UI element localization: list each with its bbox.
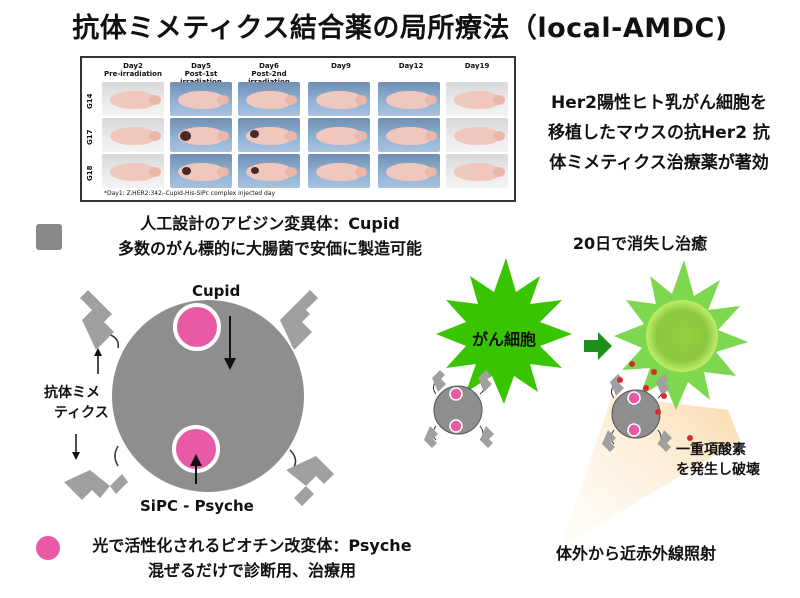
- mouse-photo: [446, 118, 508, 152]
- irradiation-label: 体外から近赤外線照射: [555, 544, 716, 563]
- cupid-description: 人工設計のアビジン変異体：Cupid 多数のがん標的に大腸菌で安価に製造可能: [80, 211, 460, 261]
- column-header: Day19: [446, 62, 508, 70]
- sipc-label: SiPC - Psyche: [140, 497, 254, 515]
- psyche-desc-line: 光で活性化されるビオチン改変体：Psyche: [92, 536, 412, 555]
- result-label: 20日で消失し治癒: [572, 234, 708, 253]
- mouse-photo: [238, 82, 300, 116]
- nir-beam: [560, 396, 740, 548]
- psyche-top: [173, 303, 221, 351]
- mouse-photo: [378, 154, 440, 188]
- psyche-legend-dot: [36, 536, 60, 560]
- column-header: Day9: [310, 62, 372, 70]
- mimetics-label-line: ティクス: [54, 405, 109, 421]
- column-day: Day19: [464, 62, 490, 70]
- singlet-oxygen-label: 一重項酸素 を発生し破壊: [676, 440, 760, 480]
- mouse-photo: [308, 82, 370, 116]
- mimetic-binder: [80, 290, 120, 350]
- cupid-complex: [64, 290, 334, 506]
- efficacy-line: Her2陽性ヒト乳がん細胞を: [551, 93, 767, 113]
- column-day: Day6: [259, 62, 279, 70]
- cupid-label: Cupid: [192, 282, 241, 300]
- efficacy-line: 移植したマウスの抗Her2 抗: [548, 123, 770, 143]
- efficacy-line: 体ミメティクス治療薬が著効: [549, 153, 769, 173]
- psyche-description: 光で活性化されるビオチン改変体：Psyche 混ぜるだけで診断用、治療用: [72, 533, 432, 583]
- mimetic-binder: [280, 290, 318, 350]
- column-day: Day12: [398, 62, 424, 70]
- mouse-photo: [102, 82, 164, 116]
- cupid-legend-square: [36, 224, 62, 250]
- mouse-photo: [170, 154, 232, 188]
- mouse-photo: [102, 118, 164, 152]
- mouse-photo: [238, 118, 300, 152]
- cupid-sphere: [112, 300, 304, 492]
- mouse-photo: [238, 154, 300, 188]
- efficacy-description: Her2陽性ヒト乳がん細胞を 移植したマウスの抗Her2 抗 体ミメティクス治療…: [528, 88, 790, 178]
- page-title: 抗体ミメティクス結合薬の局所療法（local-AMDC): [72, 13, 728, 44]
- column-day: Day5: [191, 62, 211, 70]
- column-header: Day12: [380, 62, 442, 70]
- cancer-cell-label: がん細胞: [472, 330, 537, 349]
- mimetic-binder: [64, 445, 128, 500]
- singlet-oxygen-dots: [617, 361, 693, 441]
- cupid-desc-line: 人工設計のアビジン変異体：Cupid: [140, 214, 400, 233]
- psyche-desc-line: 混ぜるだけで診断用、治療用: [147, 561, 356, 580]
- singlet-oxygen-line: 一重項酸素: [676, 442, 746, 458]
- small-complex-left: [424, 370, 494, 448]
- mouse-photo: [170, 82, 232, 116]
- cupid-desc-line: 多数のがん標的に大腸菌で安価に製造可能: [117, 239, 422, 258]
- photo-caption: *Day1: Z₍HER2:342₎-Cupid-His-SiPc comple…: [104, 190, 276, 197]
- mouse-photo: [308, 118, 370, 152]
- singlet-oxygen-line: を発生し破壊: [676, 462, 760, 478]
- column-day: Day2: [123, 62, 143, 70]
- mouse-photo: [170, 118, 232, 152]
- cancer-cell-shape: [436, 258, 572, 404]
- column-sub: Pre-irradiation: [104, 70, 162, 78]
- mimetics-label: 抗体ミメ ティクス: [44, 383, 109, 423]
- mimetics-label-line: 抗体ミメ: [44, 385, 100, 401]
- column-day: Day9: [331, 62, 351, 70]
- progress-arrow: [584, 332, 612, 360]
- mouse-photo: [378, 82, 440, 116]
- mouse-photo: [378, 118, 440, 152]
- mimetic-binder: [286, 449, 334, 506]
- mouse-photo: [308, 154, 370, 188]
- mouse-photo: [102, 154, 164, 188]
- mouse-photo: [446, 82, 508, 116]
- mouse-photo: [446, 154, 508, 188]
